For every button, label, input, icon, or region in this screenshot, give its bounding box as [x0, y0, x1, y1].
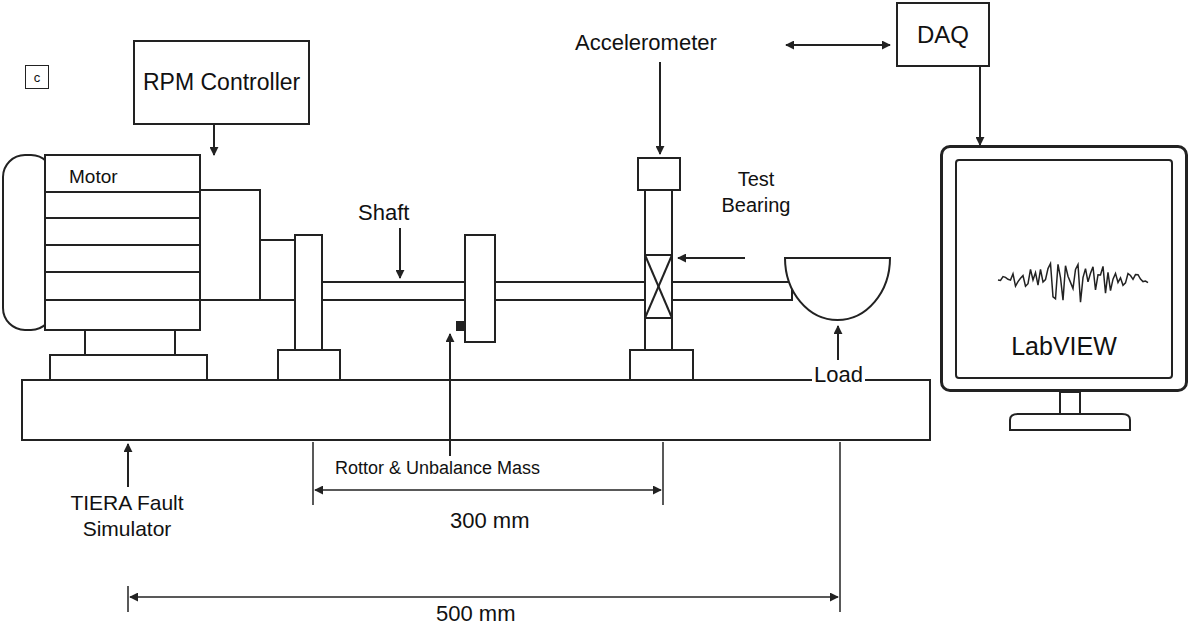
- shaft: [300, 282, 792, 300]
- base-plate: [22, 380, 930, 440]
- monitor-box: LabVIEW: [940, 145, 1188, 392]
- rotor-disk: [457, 235, 495, 342]
- part-label: Shaft: [356, 200, 411, 226]
- dimension-tick: [127, 586, 129, 612]
- process-box: DAQ: [896, 2, 990, 67]
- signal-arrow: [786, 44, 890, 46]
- dimension-label: 300 mm: [448, 508, 531, 534]
- part-label: Test Bearing: [708, 166, 804, 218]
- dimension-tick: [839, 442, 841, 612]
- node-text: DAQ: [917, 21, 969, 49]
- dimension-tick: [662, 442, 664, 505]
- node-text: LabVIEW: [1011, 332, 1117, 361]
- connector-arrow: [979, 67, 981, 145]
- leader-arrow: [449, 334, 451, 456]
- motor-box: Motor: [3, 155, 260, 330]
- dimension-label: 500 mm: [434, 601, 517, 627]
- part-label: Accelerometer: [573, 30, 719, 56]
- support-bearing: [278, 235, 340, 380]
- process-box: RPM Controller: [133, 40, 310, 125]
- connector-arrow: [213, 125, 215, 155]
- leader-arrow: [127, 444, 129, 487]
- part-label: TIERA Fault Simulator: [40, 490, 214, 543]
- part-label: Load: [812, 362, 865, 388]
- dimension-tick: [312, 442, 314, 505]
- leader-arrow: [399, 228, 401, 278]
- node-text: RPM Controller: [143, 69, 300, 97]
- waveform: [998, 264, 1148, 303]
- leader-arrow: [678, 257, 745, 259]
- node-text: c: [34, 70, 41, 85]
- leader-arrow: [659, 62, 661, 154]
- dimension-line: [130, 596, 838, 598]
- leader-arrow: [837, 326, 839, 360]
- part-label: Rottor & Unbalance Mass: [333, 458, 542, 480]
- node-text: Motor: [69, 166, 118, 188]
- test-bearing: [630, 158, 693, 380]
- dimension-line: [315, 489, 661, 491]
- load-bowl: [785, 258, 890, 320]
- motor-symbol: [3, 155, 297, 380]
- figure-tag: c: [25, 65, 49, 89]
